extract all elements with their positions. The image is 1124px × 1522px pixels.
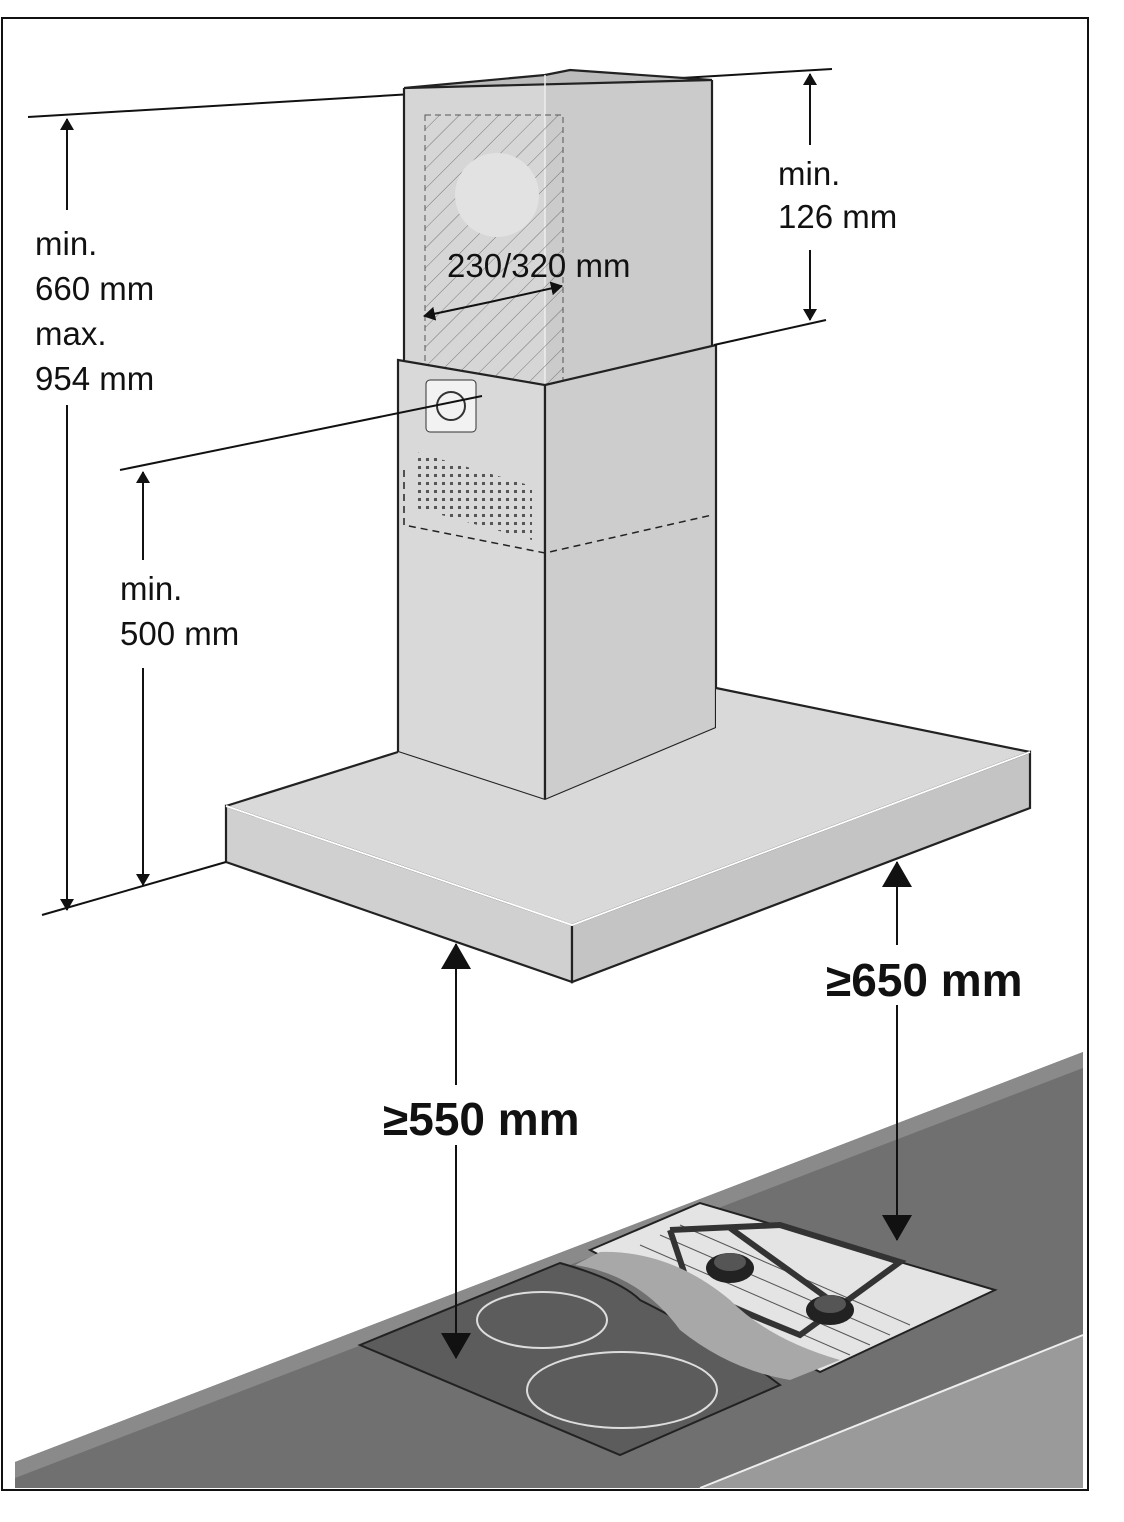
lower-section-min-value: 500 mm [120, 615, 239, 652]
upper-chimney-reference-line [713, 319, 827, 346]
duct-arrow-right [489, 281, 563, 303]
lower-chimney [396, 343, 718, 802]
vent-grille [416, 452, 532, 540]
height-max-label: max. [35, 315, 107, 352]
cooking-zone [476, 1291, 608, 1349]
top-clearance-min-value: 126 mm [778, 198, 897, 235]
ceramic-hob [357, 1251, 840, 1457]
gas-hob-clearance-label: ≥650 mm [826, 954, 1023, 1006]
height-min-label: min. [35, 225, 97, 262]
duct-opening [455, 153, 539, 237]
frame-border [1, 17, 1089, 1491]
hood-canopy [224, 686, 1032, 984]
duct-arrow-left [423, 301, 491, 321]
gas-burner-knob [806, 1295, 854, 1325]
cooking-zone [526, 1351, 718, 1429]
electric-hob-clearance-label: ≥550 mm [383, 1093, 580, 1145]
power-socket-icon [425, 379, 477, 433]
height-max-value: 954 mm [35, 360, 154, 397]
lower-section-reference-line [119, 395, 483, 471]
height-min-value: 660 mm [35, 270, 154, 307]
upper-chimney [402, 68, 714, 411]
hood-bottom-reference-line [41, 861, 227, 916]
gas-burner-knob [706, 1253, 754, 1283]
duct-diameter-label: 230/320 mm [447, 247, 630, 284]
lower-section-min-label: min. [120, 570, 182, 607]
top-clearance-min-label: min. [778, 155, 840, 192]
